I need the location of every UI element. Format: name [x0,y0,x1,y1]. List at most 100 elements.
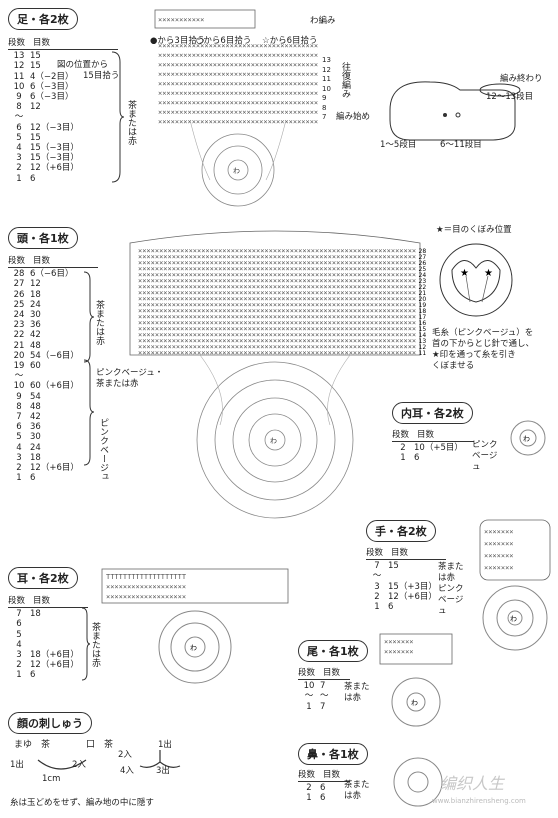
stitch-count: 15 [30,51,41,62]
watermark: 编织人生 [440,774,505,793]
svg-text:わ: わ [523,435,530,443]
row-number: 7 [16,609,22,620]
col-header: 目数 [417,430,435,440]
row-number: 19 [13,361,25,372]
svg-text:わ: わ [270,437,277,445]
row-label: 8 [322,103,327,112]
stitch-count: 30 [30,432,41,443]
foot-sketch [389,81,521,141]
row-number: 4 [16,143,22,154]
head-color-pink: ピンクベージュ [98,418,108,481]
svg-text:わ: わ [510,615,517,623]
row-label: 22 [419,284,427,291]
face-mayu: まゆ 茶 [14,740,51,750]
row-number: 22 [13,330,25,341]
foot-pick-a: ●から3目拾う [150,36,206,46]
stitch-row: ×××××××××××××××××××××××××××××××××××××× [158,71,318,79]
stitch-count: 54（−6目） [30,350,79,361]
foot-ami-hajime: 編み始め [336,112,371,122]
face-p3: 3出 [156,766,170,776]
stitch-row: ××××××××××××××××××××××××××××××××××××××××… [138,319,416,327]
svg-text:×××××××: ××××××× [384,638,414,646]
row-label: 27 [419,254,427,261]
stitch-row: ×××××××××××××××××××××××××××××××××××××× [158,52,318,60]
face-p1b: 1出 [10,760,24,770]
hand-chart: ×××××××××××××× ×××××××××××××× わ [479,519,551,651]
hand-title: 手・各2枚 [366,520,436,542]
row-number: 2 [16,463,22,474]
row-number: 〜 [14,112,24,123]
stitch-count: 6 [30,173,36,184]
foot-pick-b: ○から6目拾う [196,36,252,46]
stitch-row: ××××××××××××××××××××××××××××××××××××××××… [138,349,416,357]
row-label: 13 [322,56,331,64]
stitch-row: ××××××××××××××××××××××××××××××××××××××××… [138,307,416,315]
row-label: 20 [419,296,427,303]
row-label: 10 [322,84,331,93]
stitch-count: 60 [30,361,41,372]
stitch-row: ×××××××××××××××××××××××××××××××××××××× [158,61,318,69]
row-number: 10 [13,381,25,392]
stitch-row: ××××××××××××××××××××××××××××××××××××××××… [138,289,416,297]
col-header: 段数 [366,548,384,558]
stitch-row: ××××××××××××××××××××××××××××××××××××××××… [138,253,416,261]
row-label: 19 [419,302,427,309]
face-p4: 4入 [120,766,134,776]
svg-text:×××××××××××: ××××××××××× [158,16,204,24]
foot-wa-ami: わ編み [310,16,336,26]
col-header: 目数 [323,668,341,678]
row-number: 12 [13,61,25,72]
svg-text:★: ★ [460,268,469,279]
stitch-row: ××××××××××××××××××××××××××××××××××××××××… [138,295,416,303]
stitch-row: ×××××××××××××××××××××××××××××××××××××× [158,99,318,107]
inner-ear-chart: わ [510,420,546,456]
row-number: 6 [16,619,22,630]
stitch-count: 18 [30,289,41,300]
foot-color-note: 茶または赤 [126,100,136,145]
tail-title: 尾・各1枚 [298,640,368,662]
row-number: 7 [374,561,380,572]
stitch-count: 12（+6目） [30,660,79,671]
stitch-row: ××××××××××××××××××××××××××××××××××××××××… [138,337,416,345]
col-header: 段数 [8,256,26,266]
stitch-count: 54 [30,391,41,402]
watermark-url: www.bianzhirensheng.com [432,797,526,805]
row-label: 21 [419,290,427,297]
row-label: 17 [419,314,427,321]
stitch-count [30,112,118,122]
row-label: 16 [419,320,427,327]
stitch-count: 6 [30,670,36,681]
stitch-count: 42 [30,412,41,423]
row-number: 1 [16,173,22,184]
ear-color: 茶または赤 [90,622,100,667]
row-label: 11 [419,350,427,357]
row-number: 2 [400,443,406,454]
stitch-row: ××××××××××××××××××××××××××××××××××××××××… [138,271,416,279]
svg-text:×××××××: ××××××× [484,564,514,572]
stitch-count: 18 [30,452,41,463]
stitch-row: ××××××××××××××××××××××××××××××××××××××××… [138,313,416,321]
row-number: 26 [13,289,25,300]
row-label: 11 [322,75,331,83]
col-header: 目数 [391,548,409,558]
row-number: 11 [13,71,25,82]
